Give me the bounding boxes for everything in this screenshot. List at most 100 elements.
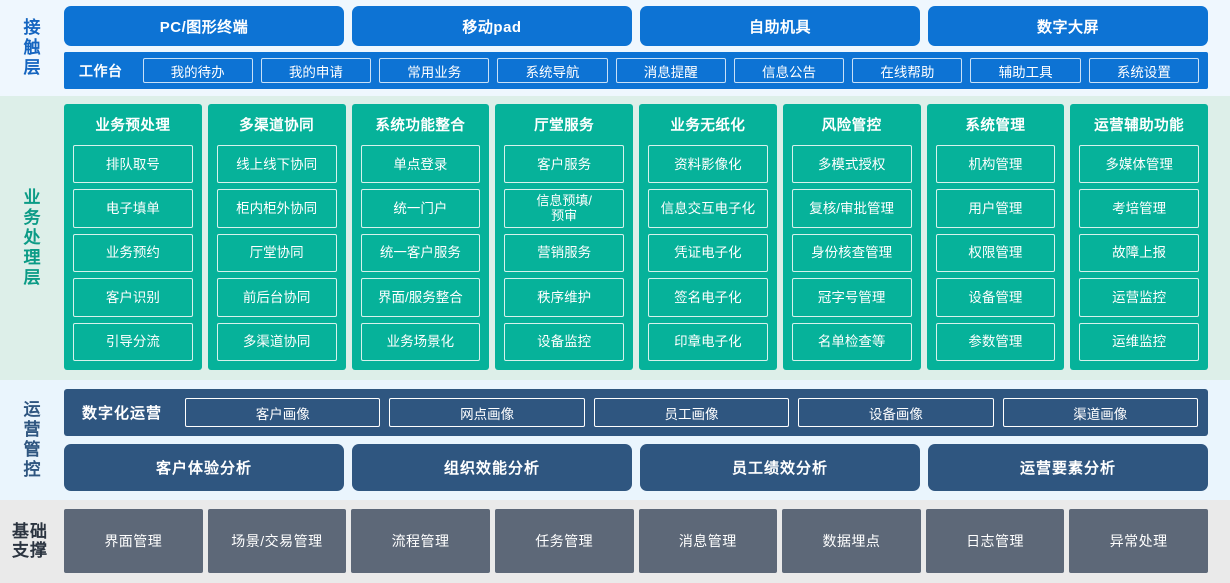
column-title: 系统管理 (965, 118, 1026, 134)
business-item[interactable]: 单点登录 (360, 145, 481, 184)
business-item[interactable]: 前后台协同 (216, 278, 337, 317)
business-column-lobby-service: 厅堂服务 客户服务 信息预填/预审 营销服务 秩序维护 设备监控 (495, 104, 633, 370)
channel-row: PC/图形终端 移动pad 自助机具 数字大屏 (64, 6, 1208, 46)
business-item[interactable]: 设备监控 (504, 322, 624, 362)
business-layer-band: 业务处理层 业务预处理 排队取号 电子填单 业务预约 客户识别 引导分流 多渠道… (0, 96, 1230, 380)
business-column-multichannel: 多渠道协同 线上线下协同 柜内柜外协同 厅堂协同 前后台协同 多渠道协同 (207, 104, 346, 370)
business-item[interactable]: 机构管理 (935, 145, 1056, 184)
business-item[interactable]: 权限管理 (935, 233, 1056, 273)
foundation-label-line2: 支撑 (12, 540, 48, 560)
business-item[interactable]: 引导分流 (73, 322, 193, 362)
business-item[interactable]: 签名电子化 (648, 278, 768, 317)
business-item[interactable]: 业务预约 (73, 233, 193, 273)
portrait-device[interactable]: 设备画像 (798, 398, 994, 427)
workbench-item-announcement[interactable]: 信息公告 (733, 58, 845, 83)
workbench-item-online-help[interactable]: 在线帮助 (852, 58, 963, 83)
business-item[interactable]: 客户识别 (73, 278, 193, 317)
workbench-item-system-settings[interactable]: 系统设置 (1088, 58, 1200, 83)
portrait-branch[interactable]: 网点画像 (389, 398, 585, 427)
business-item[interactable]: 复核/审批管理 (791, 189, 912, 228)
business-item[interactable]: 柜内柜外协同 (216, 189, 337, 228)
foundation-layer-band: 基础 支撑 界面管理 场景/交易管理 流程管理 任务管理 消息管理 数据埋点 日… (0, 500, 1230, 583)
analysis-row: 客户体验分析 组织效能分析 员工绩效分析 运营要素分析 (64, 444, 1208, 491)
channel-card-self-service[interactable]: 自助机具 (640, 6, 920, 46)
channel-card-mobile-pad[interactable]: 移动pad (352, 6, 632, 46)
foundation-layer-label: 基础 支撑 (0, 500, 60, 583)
business-item[interactable]: 名单检查等 (791, 322, 912, 362)
business-item[interactable]: 运营监控 (1079, 278, 1199, 317)
operations-layer-label-text: 运营管控 (20, 400, 40, 480)
business-item[interactable]: 业务场景化 (360, 322, 481, 362)
workbench-item-my-application[interactable]: 我的申请 (260, 58, 372, 83)
business-column-system-management: 系统管理 机构管理 用户管理 权限管理 设备管理 参数管理 (926, 104, 1065, 370)
business-column-operation-support: 运营辅助功能 多媒体管理 考培管理 故障上报 运营监控 运维监控 (1070, 104, 1208, 370)
foundation-item-log-management[interactable]: 日志管理 (925, 509, 1065, 573)
channel-card-digital-screen[interactable]: 数字大屏 (928, 6, 1208, 46)
workbench-item-message-alert[interactable]: 消息提醒 (615, 58, 726, 83)
operations-layer-band: 运营管控 数字化运营 客户画像 网点画像 员工画像 设备画像 渠道画像 客户体验… (0, 380, 1230, 500)
foundation-item-ui-management[interactable]: 界面管理 (64, 509, 203, 573)
column-title: 系统功能整合 (375, 118, 466, 134)
business-layer-label: 业务处理层 (0, 96, 60, 380)
analysis-customer-experience[interactable]: 客户体验分析 (64, 444, 344, 491)
channel-card-pc[interactable]: PC/图形终端 (64, 6, 344, 46)
business-item[interactable]: 统一门户 (360, 189, 481, 228)
workbench-item-aux-tools[interactable]: 辅助工具 (970, 58, 1081, 83)
business-layer-body: 业务预处理 排队取号 电子填单 业务预约 客户识别 引导分流 多渠道协同 线上线… (60, 96, 1230, 380)
business-item[interactable]: 考培管理 (1079, 189, 1199, 228)
analysis-employee-performance[interactable]: 员工绩效分析 (640, 444, 920, 491)
business-item[interactable]: 信息预填/预审 (504, 189, 624, 228)
business-item[interactable]: 秩序维护 (504, 278, 624, 317)
analysis-operation-factors[interactable]: 运营要素分析 (928, 444, 1208, 491)
foundation-item-task-management[interactable]: 任务管理 (494, 509, 634, 573)
workbench-item-my-todo[interactable]: 我的待办 (142, 58, 253, 83)
business-column-risk-control: 风险管控 多模式授权 复核/审批管理 身份核查管理 冠字号管理 名单检查等 (782, 104, 921, 370)
business-item[interactable]: 多模式授权 (791, 145, 912, 184)
business-item[interactable]: 线上线下协同 (216, 145, 337, 184)
foundation-item-message-management[interactable]: 消息管理 (638, 509, 778, 573)
column-title: 风险管控 (821, 118, 882, 134)
foundation-item-process-management[interactable]: 流程管理 (351, 509, 490, 573)
foundation-label-line1: 基础 (12, 522, 48, 542)
business-item[interactable]: 信息交互电子化 (648, 189, 768, 228)
business-item[interactable]: 客户服务 (504, 145, 624, 184)
column-title: 业务预处理 (95, 118, 171, 134)
access-layer-band: 接触层 PC/图形终端 移动pad 自助机具 数字大屏 工作台 我的待办 我的申… (0, 0, 1230, 96)
business-item[interactable]: 印章电子化 (648, 322, 768, 362)
business-layer-label-text: 业务处理层 (20, 188, 40, 288)
business-item[interactable]: 营销服务 (504, 233, 624, 273)
business-item[interactable]: 多媒体管理 (1079, 145, 1199, 184)
business-item[interactable]: 凭证电子化 (648, 233, 768, 273)
portrait-employee[interactable]: 员工画像 (593, 398, 790, 427)
business-item[interactable]: 厅堂协同 (216, 233, 337, 273)
business-item[interactable]: 资料影像化 (648, 145, 768, 184)
workbench-item-common-business[interactable]: 常用业务 (379, 58, 490, 83)
foundation-item-scene-transaction[interactable]: 场景/交易管理 (207, 509, 347, 573)
portrait-channel[interactable]: 渠道画像 (1002, 398, 1198, 427)
foundation-item-data-tracking[interactable]: 数据埋点 (782, 509, 921, 573)
business-item[interactable]: 设备管理 (935, 278, 1056, 317)
workbench-title: 工作台 (79, 62, 123, 79)
business-item[interactable]: 故障上报 (1079, 233, 1199, 273)
business-column-preprocessing: 业务预处理 排队取号 电子填单 业务预约 客户识别 引导分流 (64, 104, 202, 370)
business-item[interactable]: 用户管理 (935, 189, 1056, 228)
access-layer-label: 接触层 (0, 0, 60, 96)
workbench-item-system-navigation[interactable]: 系统导航 (497, 58, 608, 83)
access-layer-label-text: 接触层 (20, 18, 40, 78)
foundation-item-exception-handling[interactable]: 异常处理 (1069, 509, 1208, 573)
business-item[interactable]: 冠字号管理 (791, 278, 912, 317)
business-item[interactable]: 界面/服务整合 (360, 278, 481, 317)
business-item[interactable]: 排队取号 (73, 145, 193, 184)
column-title: 业务无纸化 (670, 118, 746, 134)
portrait-customer[interactable]: 客户画像 (185, 398, 381, 427)
business-item[interactable]: 身份核查管理 (791, 233, 912, 273)
business-item[interactable]: 统一客户服务 (360, 233, 481, 273)
business-item[interactable]: 多渠道协同 (216, 322, 337, 362)
business-item[interactable]: 参数管理 (935, 322, 1056, 362)
business-item[interactable]: 运维监控 (1079, 322, 1199, 362)
business-item[interactable]: 电子填单 (73, 189, 193, 228)
analysis-organization-efficiency[interactable]: 组织效能分析 (352, 444, 632, 491)
access-layer-body: PC/图形终端 移动pad 自助机具 数字大屏 工作台 我的待办 我的申请 常用… (60, 0, 1230, 96)
column-title: 厅堂服务 (534, 118, 595, 134)
